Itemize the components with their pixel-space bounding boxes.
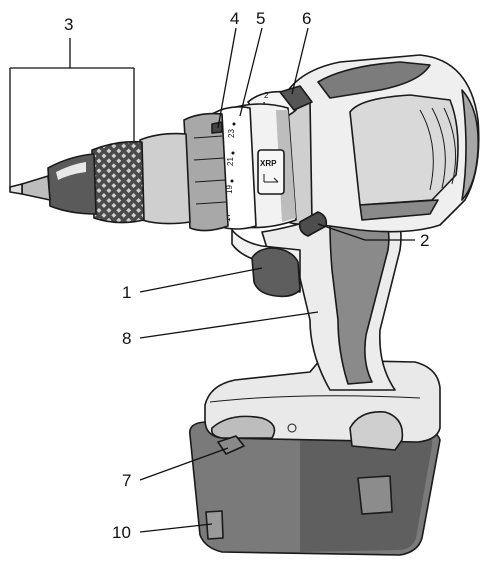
motor-housing xyxy=(284,54,480,233)
chuck-sleeve-knurled xyxy=(91,140,145,224)
clutch-dot-3 xyxy=(232,122,236,126)
xrp-badge-text: XRP xyxy=(260,159,277,168)
housing-side-panel xyxy=(349,94,459,206)
housing-vent-3 xyxy=(443,107,457,185)
leader-6 xyxy=(291,27,309,95)
chuck-jaws xyxy=(21,175,51,201)
leader-10 xyxy=(139,523,213,533)
callout-3: 3 xyxy=(64,15,73,34)
callout-2: 2 xyxy=(420,231,429,250)
callout-6: 6 xyxy=(302,9,311,28)
forward-reverse-switch xyxy=(298,211,328,237)
callout-10: 10 xyxy=(112,523,131,542)
callout-1: 1 xyxy=(122,283,131,302)
leader-2 xyxy=(317,223,415,241)
xrp-badge xyxy=(257,149,285,195)
chuck-tip xyxy=(9,183,23,195)
leader-8 xyxy=(139,311,319,339)
mode-collar-grip-1 xyxy=(193,135,223,139)
clutch-dot-2 xyxy=(231,151,235,155)
callout-7: 7 xyxy=(122,471,131,490)
xrp-badge-arrow xyxy=(263,174,279,183)
trigger-switch xyxy=(251,247,301,298)
mode-collar xyxy=(183,112,229,232)
mode-collar-body xyxy=(183,112,229,232)
battery-latch-recess xyxy=(210,415,276,439)
leader-5 xyxy=(239,27,263,117)
battery-right-bumper xyxy=(349,411,404,451)
speed-label-2: 2 xyxy=(264,91,269,100)
housing-rear-cap xyxy=(461,89,479,201)
battery-top-ridge xyxy=(209,395,421,403)
keyless-chuck xyxy=(9,132,191,225)
grip-rubber-insert xyxy=(329,213,390,385)
callout-8: 8 xyxy=(122,329,131,348)
housing-lower-rib xyxy=(359,199,439,221)
clutch-dot-1 xyxy=(230,179,234,183)
callout-5: 5 xyxy=(256,9,265,28)
callout-labels: 3 4 5 6 2 1 8 7 10 xyxy=(64,9,429,542)
mode-collar-grip-3 xyxy=(194,179,226,183)
leader-1 xyxy=(139,267,263,293)
leader-7 xyxy=(139,447,229,481)
chuck-rear-collar xyxy=(139,132,191,225)
battery-tab xyxy=(205,510,224,540)
battery-screw xyxy=(287,423,297,433)
housing-vent-1 xyxy=(419,109,434,191)
housing-vent-2 xyxy=(431,107,446,189)
leader-4 xyxy=(217,27,237,129)
battery-clip xyxy=(357,475,393,515)
clutch-number-23: 23 xyxy=(227,129,236,138)
chuck-nose xyxy=(47,153,97,215)
mode-collar-grip-2 xyxy=(193,157,225,161)
mode-collar-grip-4 xyxy=(195,201,227,205)
clutch-number-19: 19 xyxy=(225,185,234,194)
clutch-number-21: 21 xyxy=(226,157,235,166)
leader-lines xyxy=(9,27,415,533)
pistol-grip xyxy=(231,204,402,391)
mode-indicator xyxy=(211,121,223,134)
battery-pack xyxy=(188,359,441,556)
callout-4: 4 xyxy=(230,9,239,28)
housing-top-grip xyxy=(317,61,431,99)
chuck-nose-highlight xyxy=(56,162,86,180)
